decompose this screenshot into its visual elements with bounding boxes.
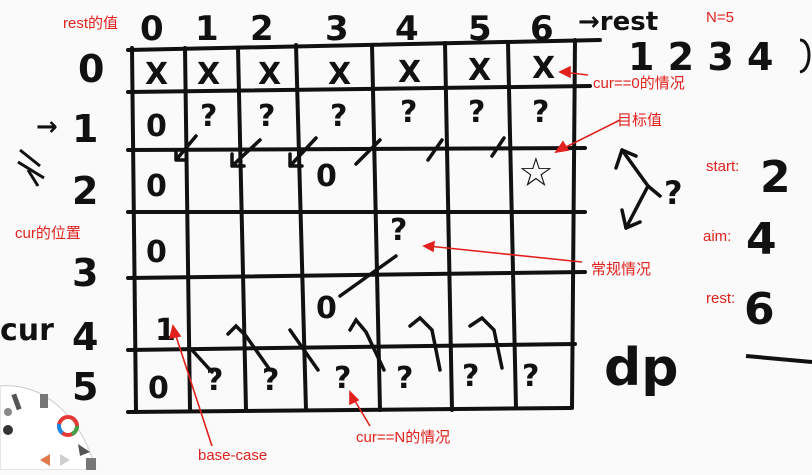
target-value-annotation: 目标值	[617, 112, 663, 129]
trash-icon[interactable]	[86, 458, 96, 470]
normal-case-annotation: 常规情况	[591, 261, 652, 278]
col-header: 4	[395, 9, 419, 49]
settings-dot[interactable]	[4, 408, 12, 416]
cell: ?	[390, 213, 407, 248]
n-annotation: N=5	[706, 9, 734, 26]
start-label: start:	[706, 158, 740, 175]
cell: ?	[468, 95, 485, 130]
col-header: 1	[195, 9, 219, 49]
cell: ?	[330, 99, 347, 134]
col-header: 0	[140, 9, 164, 49]
cell: 0	[148, 371, 169, 406]
cell: X	[398, 55, 421, 90]
drawing-toolbar	[0, 372, 110, 471]
col-header: 2	[250, 9, 274, 49]
side-numbers: 1 2 3 4	[628, 35, 773, 79]
record-dot[interactable]	[3, 425, 13, 435]
cell: ?	[334, 361, 351, 396]
redo-icon[interactable]	[60, 454, 70, 466]
cell: 0	[146, 109, 167, 144]
cell: X	[197, 57, 220, 92]
target-cell-star: ☆	[518, 150, 554, 196]
cell: 0	[316, 291, 337, 326]
cell: 0	[316, 159, 337, 194]
rest-arrow-label: →rest	[578, 7, 658, 37]
cell: 0	[146, 235, 167, 270]
cur-zero-annotation: cur==0的情况	[593, 75, 685, 92]
cell: X	[328, 57, 351, 92]
cell: X	[258, 57, 281, 92]
dp-table-grid	[126, 38, 602, 414]
cell: 1	[155, 313, 176, 348]
question-mark: ?	[664, 174, 683, 212]
cell: ?	[396, 361, 413, 396]
row-header: 5	[72, 365, 98, 409]
pointer-icon[interactable]	[78, 444, 90, 456]
dp-label: dp	[604, 338, 678, 398]
scribble	[17, 148, 45, 187]
cur-arrow: →	[36, 112, 58, 142]
rest-value-hand: 6	[744, 284, 775, 335]
cur-word: cur	[0, 313, 54, 348]
base-case-annotation: base-case	[198, 447, 268, 464]
rest-value-annotation: rest的值	[63, 15, 119, 32]
eraser-icon[interactable]	[40, 394, 48, 408]
aim-value: 4	[746, 214, 777, 265]
pen-icon[interactable]	[11, 393, 22, 411]
row-header: 3	[72, 251, 98, 295]
cur-position-annotation: cur的位置	[15, 225, 81, 242]
rest-label: rest:	[706, 290, 736, 307]
cell: ?	[200, 99, 217, 134]
cell: ?	[262, 363, 279, 398]
aim-label: aim:	[703, 228, 732, 245]
up-down-arrows	[614, 148, 662, 230]
cell: X	[145, 57, 168, 92]
cell: X	[532, 51, 555, 86]
row-header: 2	[72, 169, 98, 213]
color-wheel-icon[interactable]	[57, 415, 79, 437]
cell: 0	[146, 169, 167, 204]
row-header: 0	[78, 47, 104, 91]
col-header: 6	[530, 9, 554, 49]
cell: ?	[400, 95, 417, 130]
annotation-arrows	[168, 65, 621, 447]
undo-icon[interactable]	[40, 454, 50, 466]
row-header: 4	[72, 315, 98, 359]
cell: ?	[462, 359, 479, 394]
cell: X	[468, 53, 491, 88]
cell: ?	[532, 95, 549, 130]
col-header: 5	[468, 9, 492, 49]
col-header: 3	[325, 9, 349, 49]
underline	[745, 354, 812, 364]
cur-n-annotation: cur==N的情况	[356, 429, 451, 446]
dependency-arrows	[174, 134, 506, 374]
cell: ?	[258, 99, 275, 134]
cell: ?	[522, 359, 539, 394]
start-value: 2	[760, 152, 791, 203]
row-header: 1	[72, 107, 98, 151]
